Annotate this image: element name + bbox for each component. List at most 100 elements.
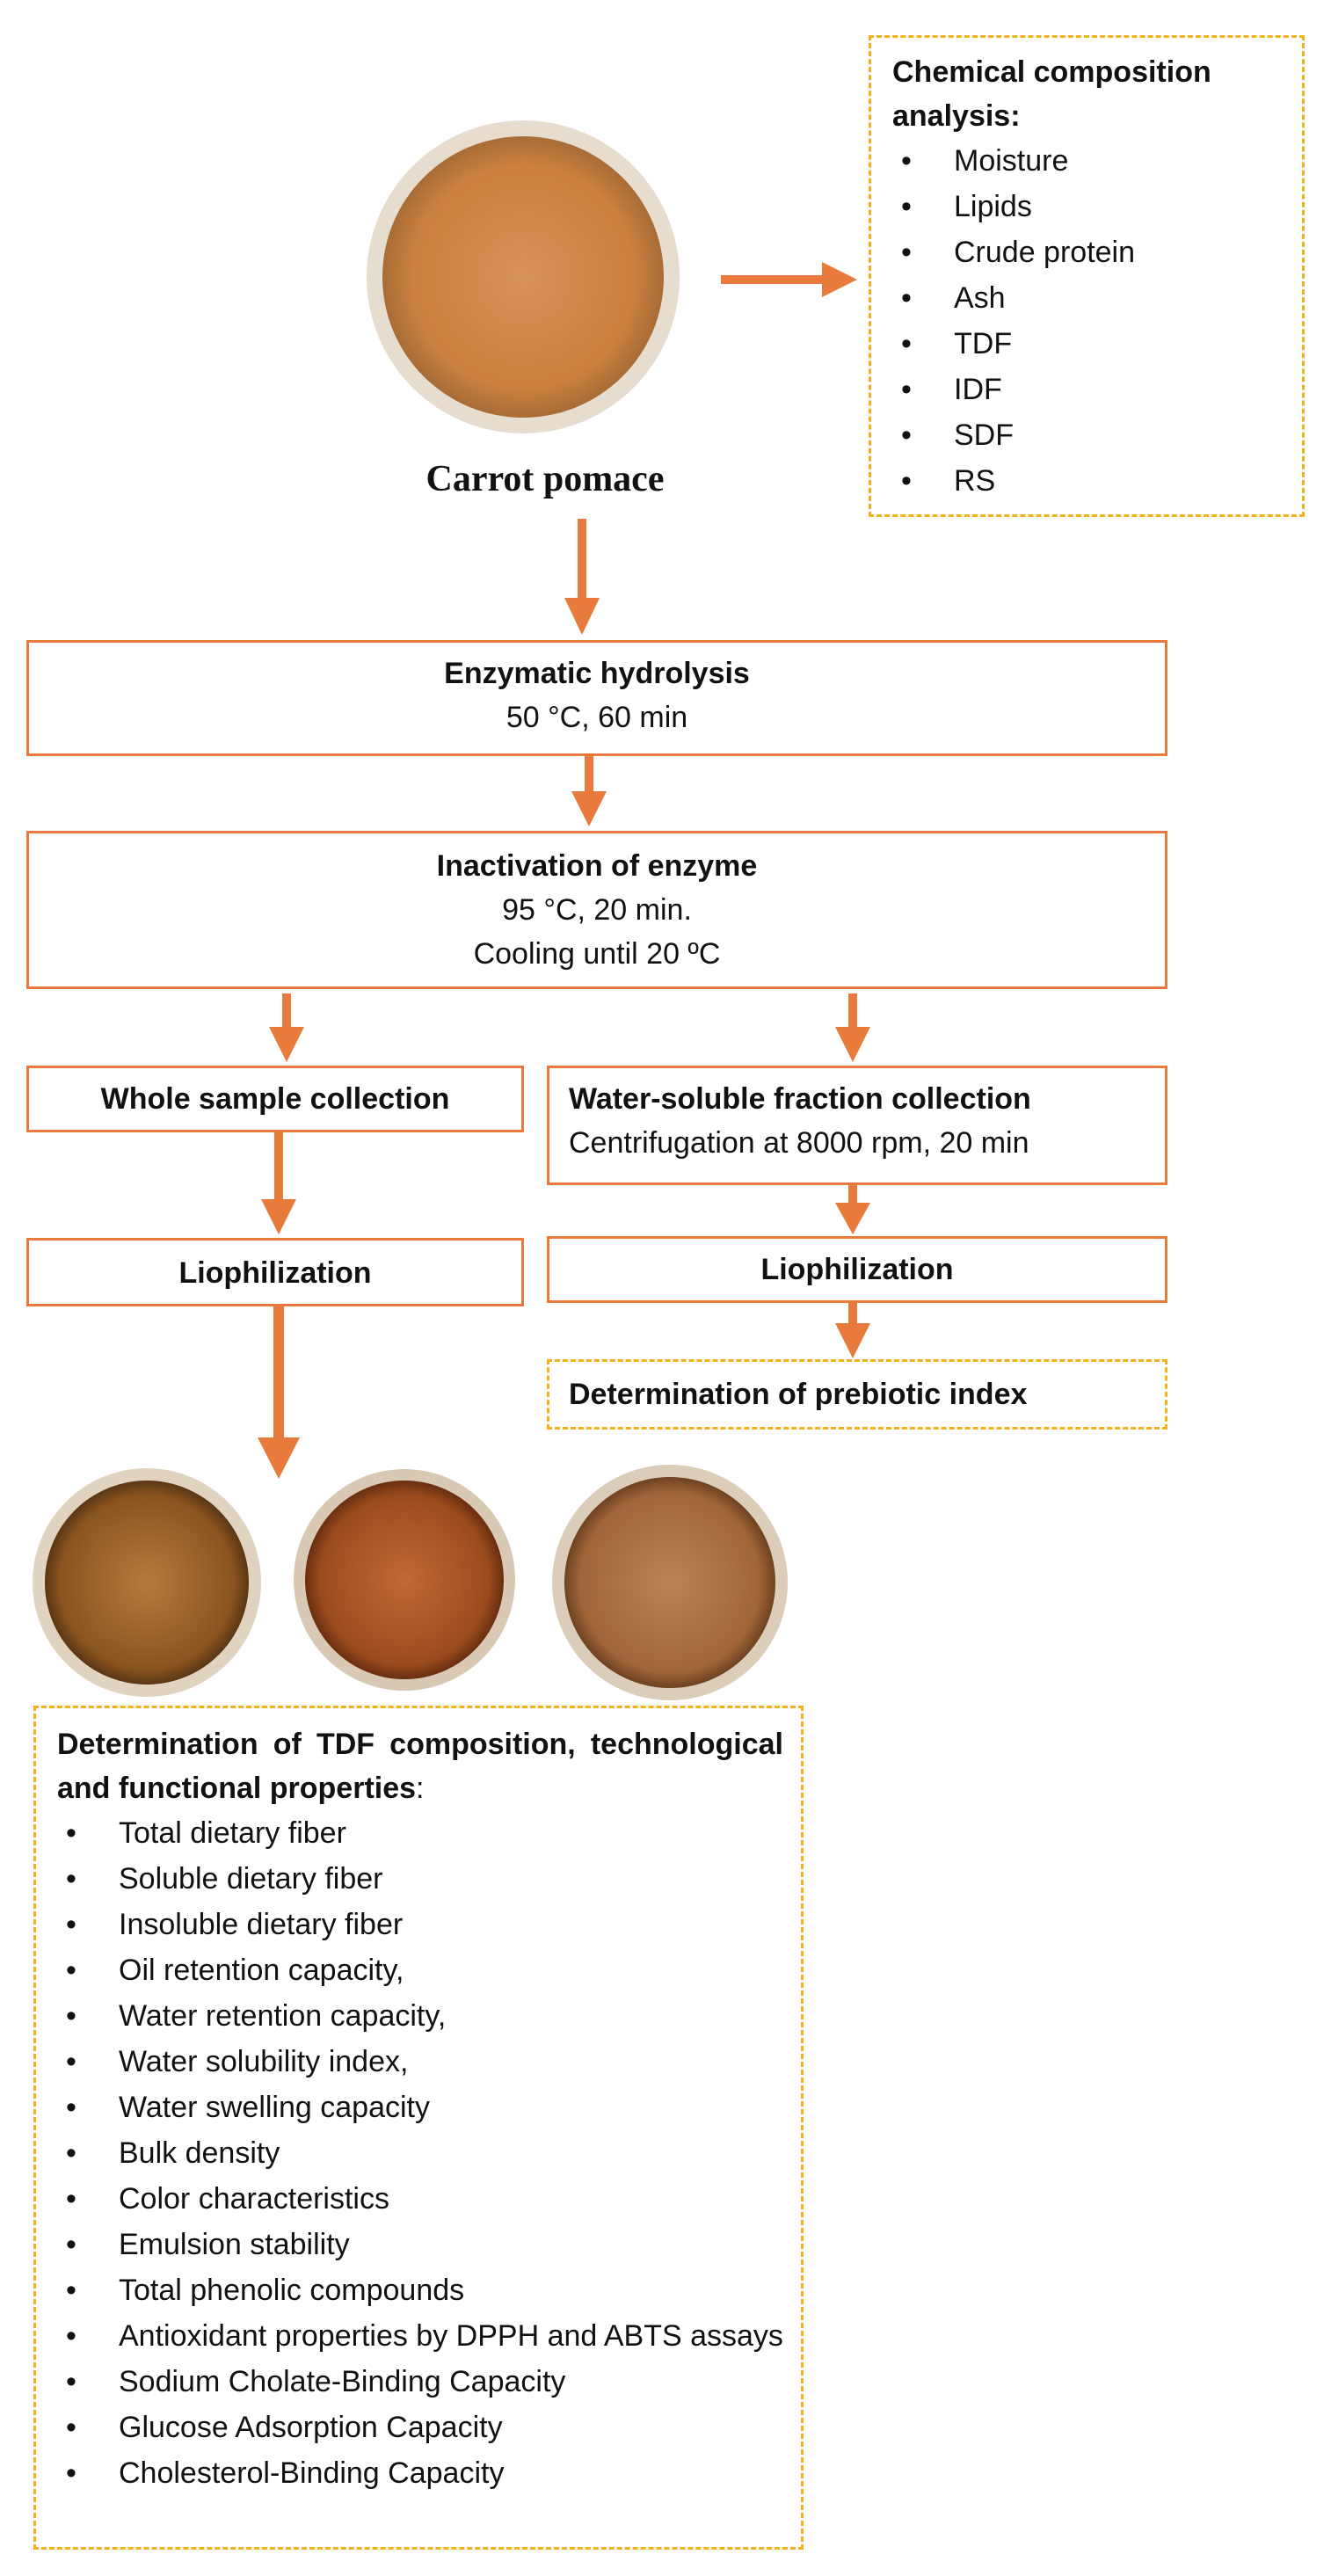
- composition-item: • SDF: [892, 412, 1286, 458]
- arrow-to-composition: [721, 262, 857, 297]
- arrow-to-whole-liophilization: [261, 1132, 296, 1234]
- arrow-to-whole-sample: [269, 993, 304, 1062]
- properties-item-label: Sodium Cholate-Binding Capacity: [119, 2365, 566, 2398]
- composition-item-label: RS: [954, 464, 996, 498]
- properties-item: • Water retention capacity,: [57, 1993, 783, 2039]
- composition-item: •TDF: [892, 321, 1286, 367]
- arrow-to-prebiotic: [835, 1303, 870, 1358]
- bullet-icon: •: [66, 2091, 76, 2124]
- composition-item-label: Ash: [954, 281, 1006, 315]
- properties-title-suffix: :: [416, 1772, 425, 1805]
- bullet-icon: •: [66, 2045, 76, 2078]
- composition-item-label: Moisture: [954, 144, 1069, 178]
- whole-sample-collection-title: Whole sample collection: [100, 1082, 450, 1116]
- properties-title: Determination of TDF composition, techno…: [57, 1722, 783, 1810]
- composition-item-label: TDF: [954, 327, 1013, 360]
- bullet-icon: •: [66, 1862, 76, 1896]
- properties-item: • Cholesterol-Binding Capacity: [57, 2450, 783, 2496]
- bullet-icon: •: [66, 2228, 76, 2261]
- properties-item: • Insoluble dietary fiber: [57, 1902, 783, 1947]
- properties-item-label: Insoluble dietary fiber: [119, 1908, 404, 1941]
- enzymatic-hydrolysis-box: Enzymatic hydrolysis 50 °C, 60 min: [26, 640, 1167, 756]
- bullet-icon: •: [66, 2411, 76, 2444]
- properties-item-label: Water retention capacity,: [119, 1999, 447, 2033]
- bullet-icon: •: [901, 418, 912, 452]
- properties-item: • Total phenolic compounds: [57, 2267, 783, 2313]
- composition-item: • Lipids: [892, 184, 1286, 229]
- bullet-icon: •: [66, 2136, 76, 2170]
- bullet-icon: •: [901, 190, 912, 223]
- sample-photo-2: [294, 1469, 515, 1691]
- properties-item-label: Total phenolic compounds: [119, 2274, 465, 2307]
- water-soluble-collection-box: Water-soluble fraction collection Centri…: [547, 1066, 1167, 1185]
- prebiotic-index-title: Determination of prebiotic index: [569, 1378, 1028, 1411]
- properties-item: •Sodium Cholate-Binding Capacity: [57, 2359, 783, 2405]
- properties-item: • Glucose Adsorption Capacity: [57, 2405, 783, 2450]
- prebiotic-index-box: Determination of prebiotic index: [547, 1359, 1167, 1430]
- composition-item: • Crude protein: [892, 229, 1286, 275]
- soluble-liophilization-box: Liophilization: [547, 1236, 1167, 1303]
- properties-item: • Water solubility index,: [57, 2039, 783, 2085]
- properties-list: • Total dietary fiber • Soluble dietary fib…: [57, 1810, 783, 2496]
- composition-item-label: SDF: [954, 418, 1014, 452]
- sample-photo-3: [552, 1465, 788, 1700]
- properties-item: • Total dietary fiber: [57, 1810, 783, 1856]
- composition-item: • RS: [892, 458, 1286, 504]
- enzymatic-hydrolysis-title: Enzymatic hydrolysis: [444, 657, 750, 690]
- arrow-to-soluble-liophilization: [835, 1185, 870, 1234]
- properties-item: •Antioxidant properties by DPPH and ABTS…: [57, 2313, 783, 2359]
- properties-item: • Bulk density: [57, 2130, 783, 2176]
- composition-item: •IDF: [892, 367, 1286, 412]
- properties-item-label: Total dietary fiber: [119, 1816, 346, 1850]
- properties-title-text: Determination of TDF composition, techno…: [57, 1728, 783, 1805]
- enzymatic-hydrolysis-detail: 50 °C, 60 min: [505, 701, 688, 734]
- properties-item-label: Bulk density: [119, 2136, 280, 2170]
- properties-item-label: Cholesterol-Binding Capacity: [119, 2456, 505, 2490]
- enzyme-inactivation-detail-1: 95 °C, 20 min.: [502, 893, 692, 927]
- whole-liophilization-title: Liophilization: [178, 1256, 372, 1290]
- arrow-to-inactivation: [571, 756, 607, 826]
- properties-item-label: Emulsion stability: [119, 2228, 350, 2261]
- composition-item-label: Lipids: [954, 190, 1032, 223]
- bullet-icon: •: [66, 1999, 76, 2033]
- whole-liophilization-box: Liophilization: [26, 1238, 524, 1306]
- arrow-to-samples: [258, 1306, 300, 1479]
- properties-item-label: Oil retention capacity,: [119, 1954, 404, 1987]
- sample-photo-1: [33, 1468, 261, 1697]
- properties-item: • Emulsion stability: [57, 2222, 783, 2267]
- bullet-icon: •: [901, 464, 912, 498]
- properties-box: Determination of TDF composition, techno…: [33, 1706, 804, 2550]
- bullet-icon: •: [66, 1908, 76, 1941]
- water-soluble-collection-detail: Centrifugation at 8000 rpm, 20 min: [569, 1126, 1029, 1160]
- properties-item: • Color characteristics: [57, 2176, 783, 2222]
- bullet-icon: •: [66, 2456, 76, 2490]
- composition-item-label: IDF: [954, 373, 1002, 406]
- composition-list: •Moisture•Lipids•Crude protein•Ash•TDF•I…: [892, 138, 1286, 504]
- arrow-to-water-soluble: [835, 993, 870, 1062]
- bullet-icon: •: [66, 1816, 76, 1850]
- composition-item: • Moisture: [892, 138, 1286, 184]
- composition-item: •Ash: [892, 275, 1286, 321]
- composition-item-label: Crude protein: [954, 236, 1136, 269]
- properties-item-label: Water solubility index,: [119, 2045, 409, 2078]
- bullet-icon: •: [66, 1954, 76, 1987]
- properties-item-label: Color characteristics: [119, 2182, 389, 2216]
- soluble-liophilization-title: Liophilization: [760, 1253, 954, 1286]
- properties-item: • Oil retention capacity,: [57, 1947, 783, 1993]
- whole-sample-collection-box: Whole sample collection: [26, 1066, 524, 1132]
- carrot-pomace-label: Carrot pomace: [425, 459, 665, 499]
- properties-item-label: Water swelling capacity: [119, 2091, 430, 2124]
- properties-item-label: Soluble dietary fiber: [119, 1862, 383, 1896]
- bullet-icon: •: [901, 144, 912, 178]
- properties-item-label: Glucose Adsorption Capacity: [119, 2411, 503, 2444]
- enzyme-inactivation-box: Inactivation of enzyme 95 °C, 20 min. Co…: [26, 831, 1167, 989]
- properties-item: • Soluble dietary fiber: [57, 1856, 783, 1902]
- water-soluble-collection-title: Water-soluble fraction collection: [569, 1082, 1031, 1116]
- carrot-pomace-photo: [367, 120, 680, 433]
- bullet-icon: •: [66, 2319, 76, 2353]
- bullet-icon: •: [66, 2182, 76, 2216]
- bullet-icon: •: [901, 236, 912, 269]
- enzyme-inactivation-title: Inactivation of enzyme: [436, 849, 758, 883]
- bullet-icon: •: [66, 2274, 76, 2307]
